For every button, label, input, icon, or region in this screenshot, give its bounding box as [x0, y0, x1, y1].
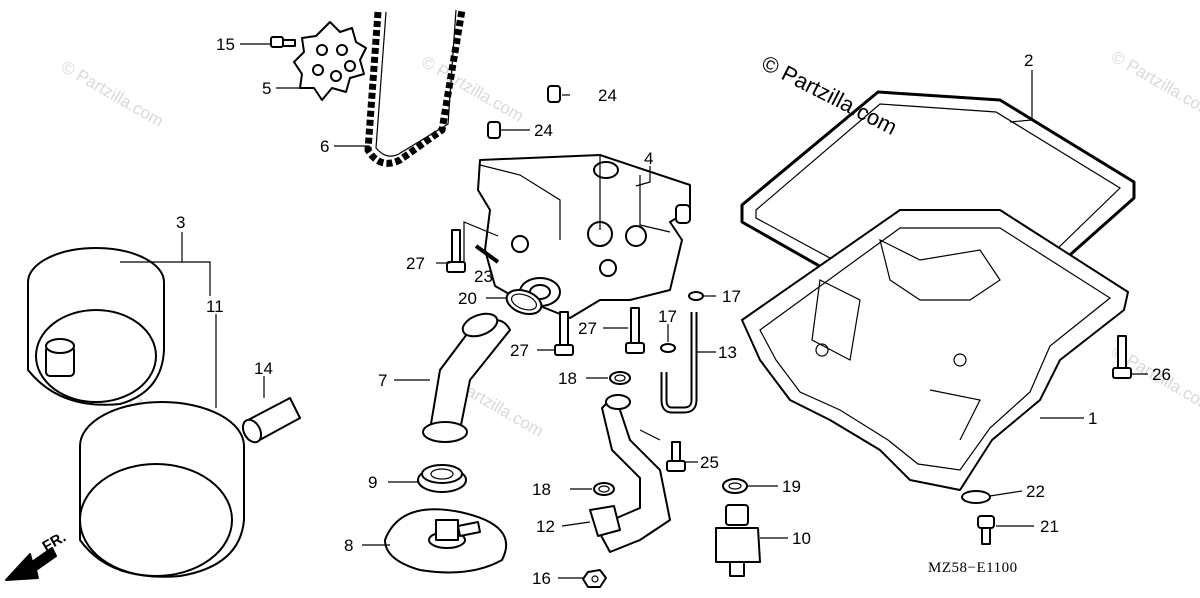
callout-2[interactable]: 2 [1024, 51, 1033, 70]
watermark: © Partzilla.com [58, 57, 167, 131]
callout-27[interactable]: 27 [406, 254, 425, 273]
part-21-drain-bolt[interactable] [977, 515, 995, 545]
callout-13[interactable]: 13 [718, 343, 737, 362]
callout-18[interactable]: 18 [558, 369, 577, 388]
callout-17[interactable]: 17 [658, 307, 677, 326]
callout-11[interactable]: 11 [206, 297, 224, 316]
part-23-pin[interactable] [474, 244, 500, 264]
callout-8[interactable]: 8 [344, 536, 353, 555]
part-14-stud[interactable] [239, 397, 301, 445]
callout-27[interactable]: 27 [578, 319, 597, 338]
callout-14[interactable]: 14 [254, 359, 273, 378]
callout-18[interactable]: 18 [532, 480, 551, 499]
callout-27[interactable]: 27 [510, 341, 529, 360]
front-direction-label: FR. [40, 529, 69, 556]
callout-24[interactable]: 24 [534, 121, 553, 140]
part-27-bolt[interactable] [446, 229, 466, 273]
callout-3[interactable]: 3 [176, 213, 185, 232]
callout-25[interactable]: 25 [700, 453, 719, 472]
callout-4[interactable]: 4 [644, 149, 653, 168]
callout-7[interactable]: 7 [378, 371, 387, 390]
part-24-dowel[interactable] [547, 85, 561, 103]
diagram-code: MZ58−E1100 [928, 560, 1018, 576]
watermark: © Partzilla.com [1108, 47, 1200, 121]
watermark: © Partzilla.com [418, 52, 527, 126]
part-17-washer[interactable] [688, 291, 704, 301]
part-16-nut[interactable] [582, 569, 607, 588]
part-19-washer[interactable] [722, 478, 748, 494]
part-4-oil-pump[interactable] [477, 154, 691, 319]
callout-24[interactable]: 24 [598, 86, 617, 105]
part-1-oil-pan[interactable] [741, 209, 1129, 491]
callout-15[interactable]: 15 [216, 35, 235, 54]
callout-21[interactable]: 21 [1040, 517, 1059, 536]
part-15-bolt[interactable] [270, 36, 296, 48]
callout-19[interactable]: 19 [782, 477, 801, 496]
part-10-oil-pressure-switch[interactable] [715, 504, 761, 577]
callout-23[interactable]: 23 [474, 267, 493, 286]
copyright-label: © Partzilla.com [758, 50, 901, 140]
part-5-sprocket[interactable] [293, 21, 367, 101]
part-20-o-ring[interactable] [503, 286, 544, 319]
callout-20[interactable]: 20 [458, 289, 477, 308]
callout-6[interactable]: 6 [320, 137, 329, 156]
part-13-oil-pipe[interactable] [660, 312, 698, 414]
callout-9[interactable]: 9 [368, 473, 377, 492]
callout-1[interactable]: 1 [1088, 409, 1097, 428]
callout-22[interactable]: 22 [1026, 482, 1045, 501]
part-27-bolt[interactable] [625, 307, 645, 354]
part-26-bolt[interactable] [1112, 335, 1132, 379]
callout-16[interactable]: 16 [532, 569, 551, 588]
part-24-dowel[interactable] [487, 121, 501, 139]
callout-10[interactable]: 10 [792, 529, 811, 548]
callout-26[interactable]: 26 [1152, 365, 1171, 384]
part-6-chain[interactable] [364, 9, 466, 167]
callout-17[interactable]: 17 [722, 287, 741, 306]
part-8-strainer[interactable] [384, 508, 508, 574]
part-25-bolt[interactable] [666, 441, 686, 472]
part-7-strainer-pipe[interactable] [422, 309, 511, 443]
part-22-washer[interactable] [961, 490, 991, 504]
callout-12[interactable]: 12 [536, 517, 555, 536]
callout-labels: 15 5 6 24 24 4 3 11 14 27 23 20 27 27 17… [176, 35, 1171, 588]
part-9-seal[interactable] [417, 464, 467, 493]
part-18-o-ring[interactable] [609, 371, 631, 385]
part-11-oil-filter[interactable] [79, 401, 245, 578]
front-direction-arrow: FR. [5, 529, 69, 581]
callout-5[interactable]: 5 [262, 79, 271, 98]
part-18-o-ring[interactable] [593, 482, 615, 496]
callout-leaders [120, 43, 1148, 579]
part-3-oil-filter[interactable] [27, 247, 165, 406]
part-12-oil-pipe[interactable] [589, 394, 671, 553]
part-17-washer[interactable] [660, 343, 676, 353]
